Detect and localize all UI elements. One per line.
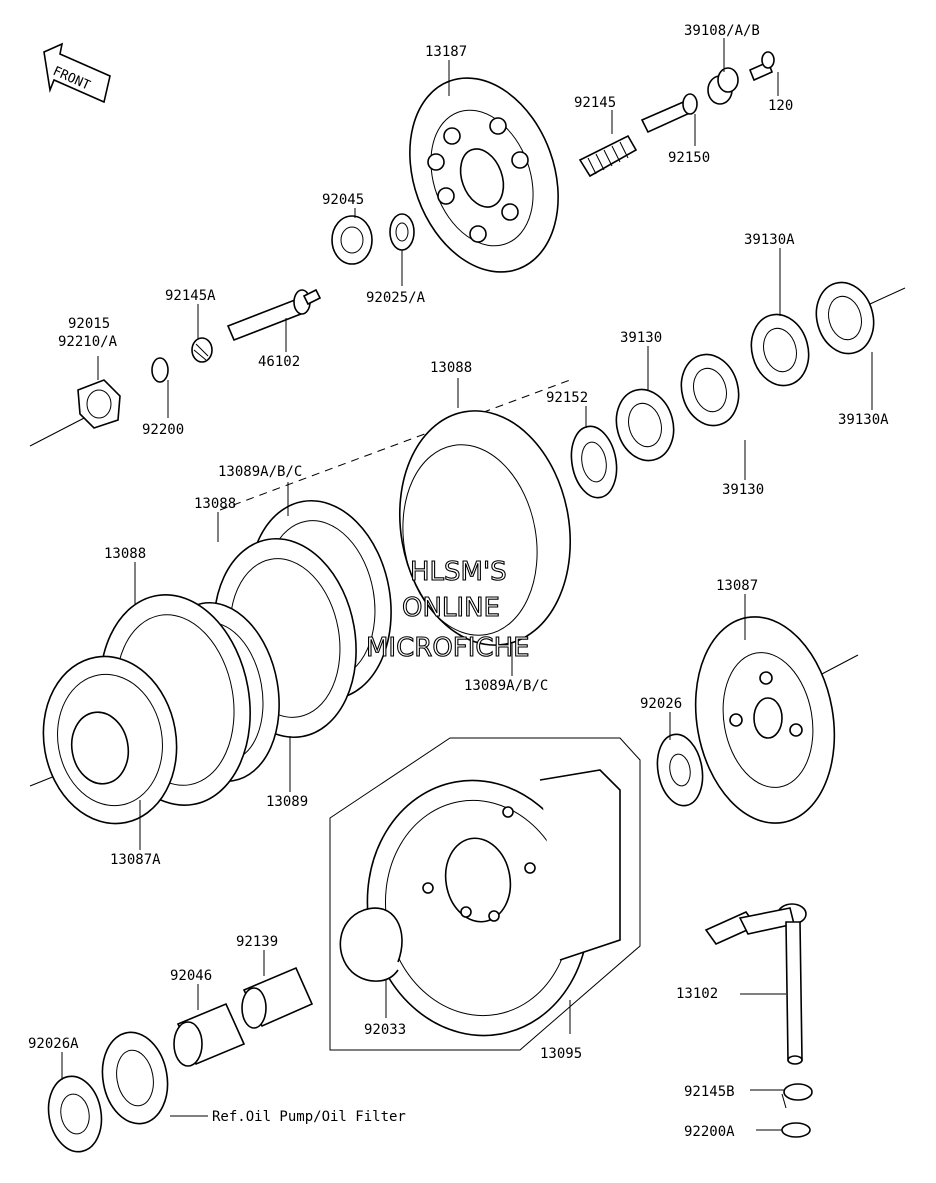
label-39130a-right: 39130A <box>838 412 889 428</box>
label-92015: 92015 <box>68 316 110 332</box>
label-92033: 92033 <box>364 1022 406 1038</box>
label-13089: 13089 <box>266 794 308 810</box>
sleeve-92139 <box>241 966 314 1029</box>
label-13089abc-top: 13089A/B/C <box>218 464 302 480</box>
label-92145a: 92145A <box>165 288 216 304</box>
label-92200a: 92200A <box>684 1124 735 1140</box>
label-92026: 92026 <box>640 696 682 712</box>
clutch-hub <box>42 655 178 825</box>
watermark: HLSM'S ONLINE MICROFICHE <box>365 556 530 663</box>
collar-92026 <box>656 733 704 807</box>
clutch-hub-nut <box>77 379 121 429</box>
needle-bearing <box>173 1002 246 1067</box>
label-13088-left: 13088 <box>104 546 146 562</box>
label-13187: 13187 <box>425 44 467 60</box>
label-39130a-top: 39130A <box>744 232 795 248</box>
washer-92026a <box>47 1075 103 1153</box>
label-13088-top: 13088 <box>430 360 472 376</box>
label-13088-mid: 13088 <box>194 496 236 512</box>
leader-lines <box>61 38 873 1131</box>
label-92200: 92200 <box>142 422 184 438</box>
front-direction-arrow: FRONT <box>43 42 111 104</box>
label-92145b: 92145B <box>684 1084 735 1100</box>
label-39130-top: 39130 <box>620 330 662 346</box>
part-labels: 13187 39108/A/B 120 92145 92150 92045 92… <box>28 23 889 1140</box>
spline-collar <box>570 425 618 499</box>
label-120: 120 <box>768 98 793 114</box>
ref-note: Ref.Oil Pump/Oil Filter <box>212 1109 406 1125</box>
label-92139: 92139 <box>236 934 278 950</box>
label-39108: 39108/A/B <box>684 23 760 39</box>
drive-gear <box>101 1031 169 1125</box>
label-92210: 92210/A <box>58 334 118 350</box>
pressure-plate <box>409 77 559 273</box>
label-39130-low: 39130 <box>722 482 764 498</box>
label-92046: 92046 <box>170 968 212 984</box>
label-92025: 92025/A <box>366 290 426 306</box>
label-92145: 92145 <box>574 95 616 111</box>
clutch-plate-13087 <box>694 616 836 824</box>
washer-92200 <box>151 357 169 383</box>
ball-bearing <box>331 215 373 265</box>
release-shaft <box>704 903 807 1065</box>
clutch-spring <box>578 134 638 178</box>
push-rod <box>226 288 322 342</box>
label-92045: 92045 <box>322 192 364 208</box>
collar-and-bolt <box>707 51 775 105</box>
label-13095: 13095 <box>540 1046 582 1062</box>
washer-92200a <box>781 1122 811 1138</box>
label-13087: 13087 <box>716 578 758 594</box>
label-46102: 46102 <box>258 354 300 370</box>
watermark-line-1: HLSM'S <box>410 557 507 587</box>
label-92026a: 92026A <box>28 1036 79 1052</box>
watermark-line-2: ONLINE <box>402 593 500 623</box>
watermark-line-3: MICROFICHE <box>366 633 530 663</box>
spring-plate-set <box>615 281 875 462</box>
label-92152: 92152 <box>546 390 588 406</box>
label-13089abc-low: 13089A/B/C <box>464 678 548 694</box>
circlip <box>339 907 403 982</box>
spring-bolt <box>640 93 698 134</box>
assembly-axis-lines <box>29 287 906 787</box>
label-13087a: 13087A <box>110 852 161 868</box>
clutch-housing <box>329 737 641 1051</box>
label-92150: 92150 <box>668 150 710 166</box>
label-13102: 13102 <box>676 986 718 1002</box>
spring-92145b <box>781 1083 813 1109</box>
washer-92025 <box>389 213 415 251</box>
small-spring <box>191 337 213 363</box>
